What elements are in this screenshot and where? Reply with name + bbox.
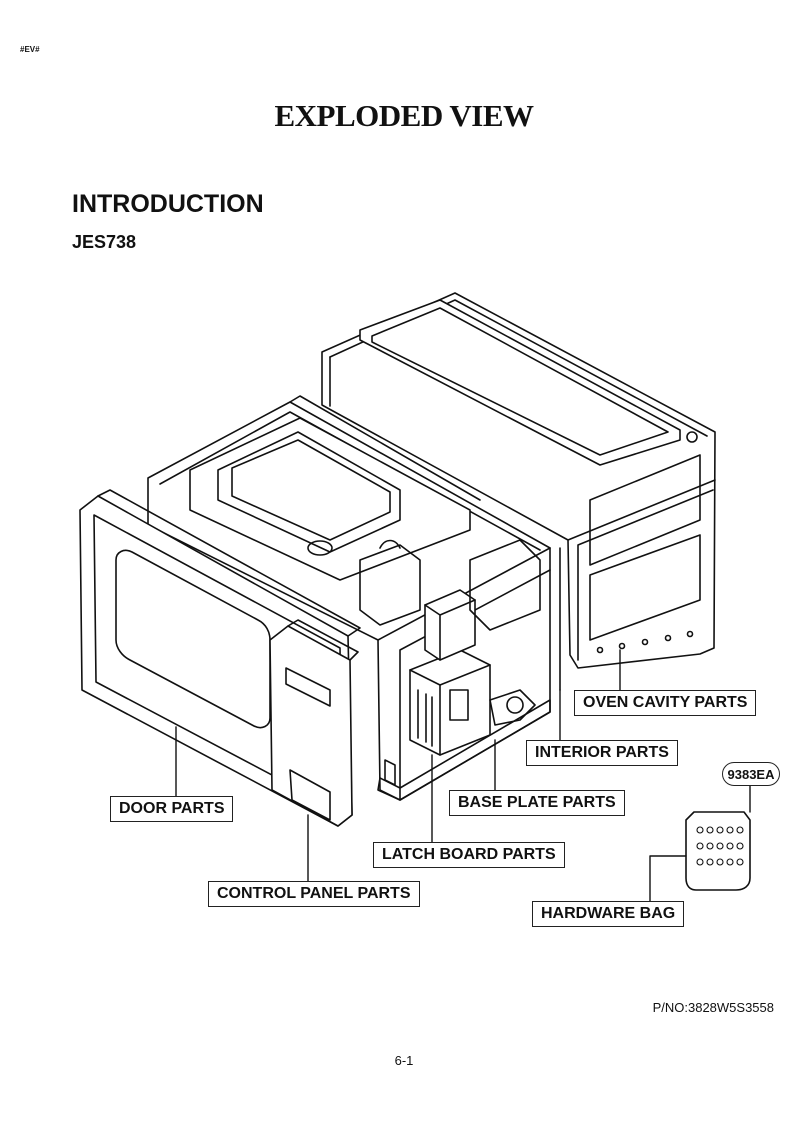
hardware-bag-label: HARDWARE BAG [532, 901, 685, 927]
interior-components [359, 539, 541, 756]
document-tag: #EV# [20, 45, 40, 54]
interior-parts-label: INTERIOR PARTS [526, 740, 678, 766]
oven-cavity-parts-label: OVEN CAVITY PARTS [574, 690, 757, 716]
control-panel [269, 619, 359, 827]
page-number: 6-1 [394, 1053, 414, 1068]
part-number: P/NO:3828W5S3558 [652, 1000, 774, 1015]
model-number: JES738 [72, 232, 137, 252]
leader-lines [175, 649, 751, 902]
hardware-bag [685, 811, 751, 891]
base-plate [377, 699, 551, 801]
door-parts-label: DOOR PARTS [110, 796, 234, 822]
hardware-code-badge: 9383EA [722, 762, 780, 786]
section-heading: INTRODUCTION [72, 190, 264, 218]
latch-board-parts-label: LATCH BOARD PARTS [373, 842, 565, 868]
outer-cabinet [321, 292, 716, 669]
control-panel-parts-label: CONTROL PANEL PARTS [208, 881, 420, 907]
page-title: EXPLODED VIEW [274, 98, 534, 133]
base-plate-parts-label: BASE PLATE PARTS [449, 790, 625, 816]
